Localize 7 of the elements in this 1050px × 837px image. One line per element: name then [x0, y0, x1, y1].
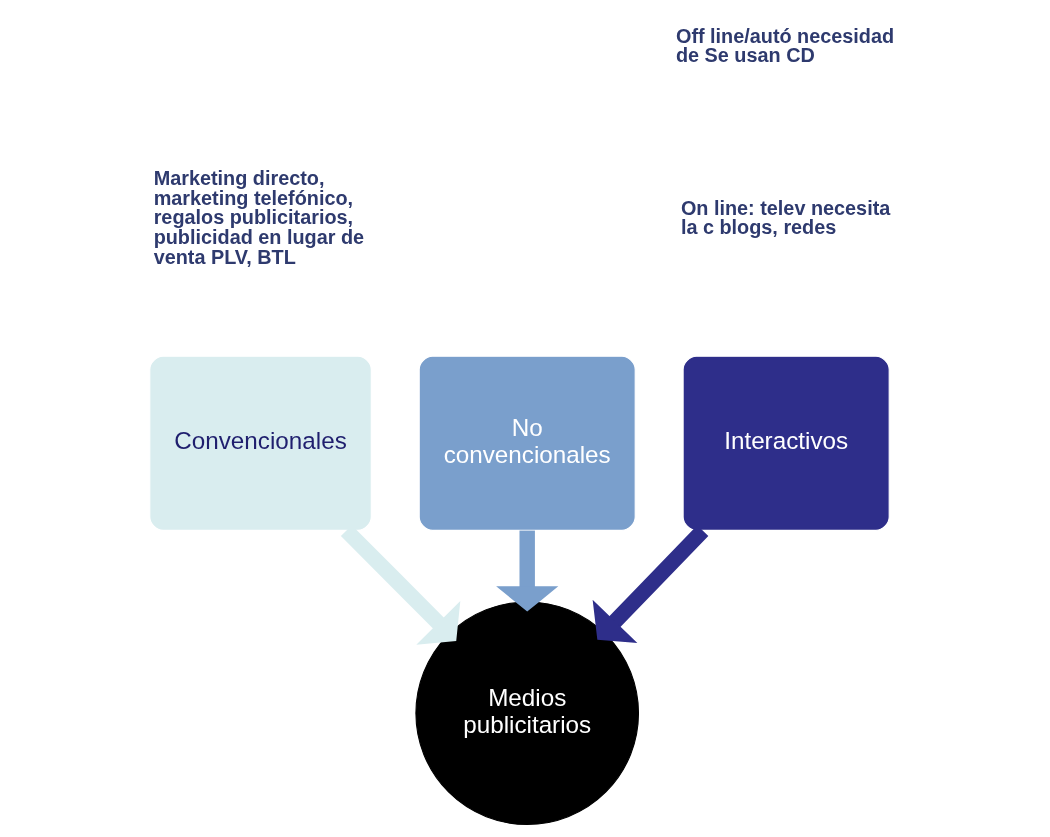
node-box: No convencionales	[418, 355, 636, 531]
node-box: Convencionales	[149, 355, 372, 531]
label: Off line/autó necesidad de Se usan CD	[675, 24, 895, 67]
label: Marketing directo, marketing telefónico, regalos publicitarios, publicidad en lugar de venta PLV, BTL	[153, 166, 365, 269]
node-box: Interactivos	[682, 355, 890, 531]
arrow	[496, 530, 559, 612]
label: On line: telev necesita la c blogs, redes	[680, 196, 891, 239]
